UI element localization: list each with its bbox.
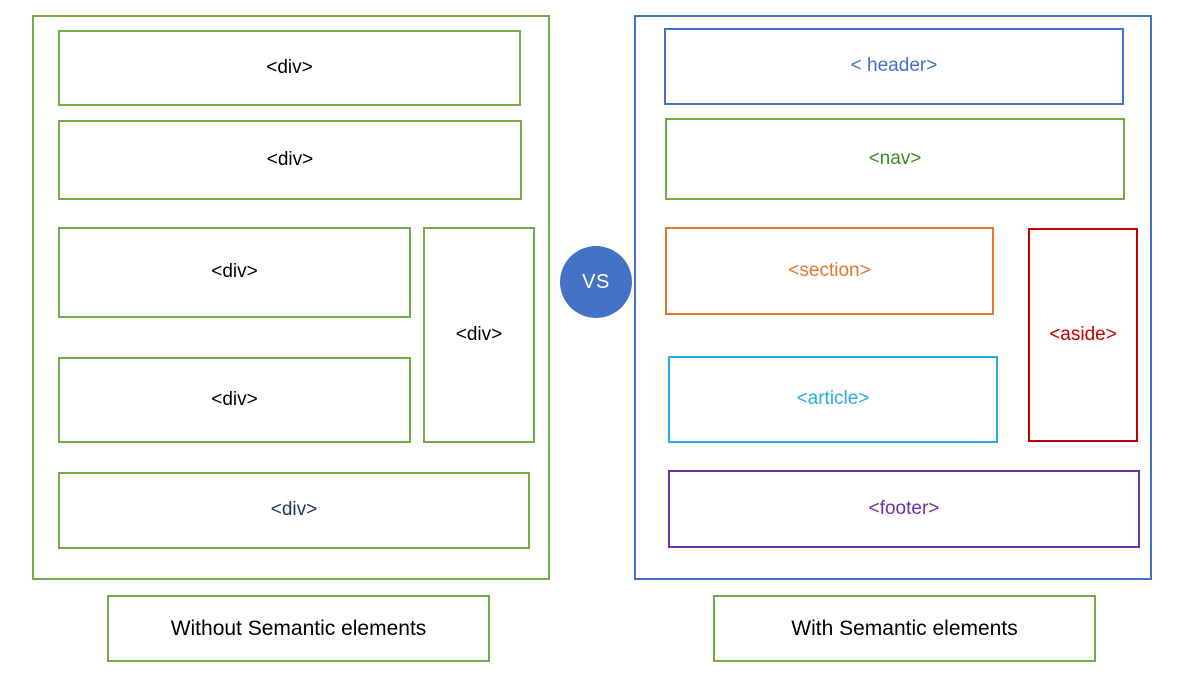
aside-element-box: <aside>	[1028, 228, 1138, 442]
with-semantic-panel	[634, 15, 1152, 580]
div-box-5: <div>	[58, 357, 411, 443]
div-box-4-sidebar: <div>	[423, 227, 535, 443]
section-element-box: <section>	[665, 227, 994, 315]
div-box-1: <div>	[58, 30, 521, 106]
without-semantic-caption: Without Semantic elements	[107, 595, 490, 662]
header-element-box: < header>	[664, 28, 1124, 105]
vs-badge-label: VS	[582, 270, 610, 293]
div-box-3: <div>	[58, 227, 411, 318]
nav-element-box: <nav>	[665, 118, 1125, 200]
footer-element-box: <footer>	[668, 470, 1140, 548]
with-semantic-caption: With Semantic elements	[713, 595, 1096, 662]
vs-badge: VS	[560, 246, 632, 318]
div-box-2: <div>	[58, 120, 522, 200]
div-box-6: <div>	[58, 472, 530, 549]
without-semantic-panel	[32, 15, 550, 580]
article-element-box: <article>	[668, 356, 998, 443]
